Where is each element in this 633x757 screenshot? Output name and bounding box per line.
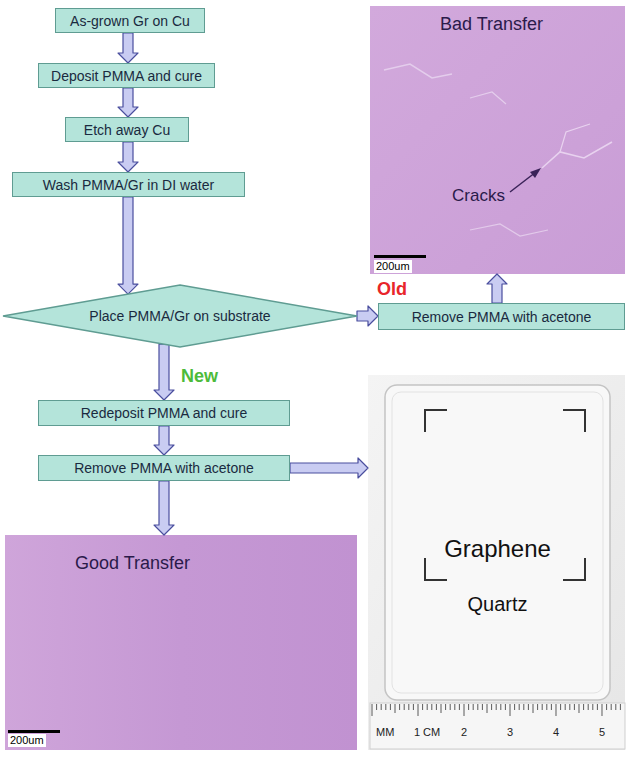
block-arrow: [154, 344, 174, 400]
ruler-number: 1: [414, 726, 420, 738]
block-arrow: [154, 426, 174, 455]
decision-diamond: Place PMMA/Gr on substrate: [3, 285, 357, 347]
process-box: Etch away Cu: [65, 117, 189, 142]
process-box: Remove PMMA with acetone: [378, 303, 625, 330]
micrograph-good: [5, 535, 357, 750]
quartz-photo: [368, 375, 625, 750]
block-arrow: [118, 142, 138, 172]
box-text: Place PMMA/Gr on substrate: [89, 308, 270, 324]
callout-text: Cracks: [452, 186, 505, 206]
ruler-number: MM: [376, 726, 394, 738]
box-text: Remove PMMA with acetone: [74, 460, 254, 476]
process-box: Deposit PMMA and cure: [38, 63, 215, 88]
block-arrow: [154, 481, 174, 535]
diamond-shape: [3, 285, 357, 347]
photo-panel: GrapheneQuartz: [368, 375, 625, 750]
process-box: As-grown Gr on Cu: [55, 8, 205, 33]
box-text: Wash PMMA/Gr in DI water: [43, 177, 214, 193]
box-text: Deposit PMMA and cure: [51, 68, 202, 84]
block-arrow: [118, 33, 138, 63]
micrograph-bad: [370, 6, 625, 274]
block-arrow: [487, 274, 507, 303]
box-text: Remove PMMA with acetone: [412, 309, 592, 325]
block-arrow: [118, 88, 138, 117]
box-text: As-grown Gr on Cu: [70, 13, 190, 29]
photo-label: Graphene: [385, 535, 610, 563]
ruler-number: 3: [507, 726, 513, 738]
scale-label: 200um: [8, 734, 46, 747]
scale-label: 200um: [374, 260, 412, 273]
ruler-number: CM: [423, 726, 440, 738]
ruler-number: 5: [599, 726, 605, 738]
edge-label: New: [181, 366, 218, 386]
panel-title: Bad Transfer: [440, 14, 543, 35]
box-text: Etch away Cu: [84, 122, 170, 138]
micrograph-panel: Bad TransferCracks 200um: [370, 6, 625, 274]
photo-label: Quartz: [385, 593, 610, 616]
block-arrow: [118, 197, 138, 294]
process-box: Redeposit PMMA and cure: [38, 400, 290, 426]
micrograph-panel: Good Transfer 200um: [5, 535, 357, 750]
ruler-number: 4: [553, 726, 559, 738]
box-text: Redeposit PMMA and cure: [81, 405, 248, 421]
block-arrow: [290, 458, 368, 478]
block-arrow: [357, 306, 378, 326]
ruler-number: 2: [461, 726, 467, 738]
edge-label: Old: [377, 279, 407, 299]
panel-title: Good Transfer: [75, 553, 190, 574]
process-box: Remove PMMA with acetone: [38, 455, 290, 481]
process-box: Wash PMMA/Gr in DI water: [12, 172, 245, 197]
